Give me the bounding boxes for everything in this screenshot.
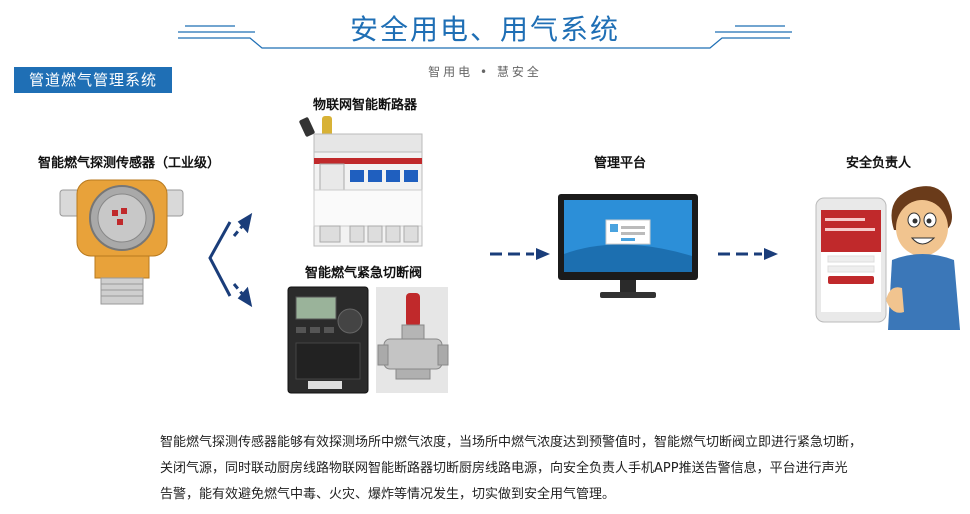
label-sensor: 智能燃气探测传感器（工业级） [38, 156, 221, 171]
label-valve: 智能燃气紧急切断阀 [305, 266, 423, 281]
label-responsible: 安全负责人 [846, 156, 912, 171]
gas-sensor-image [59, 179, 184, 305]
description-line-1: 智能燃气探测传感器能够有效探测场所中燃气浓度，当场所中燃气浓度达到预警值时，智能… [160, 435, 863, 450]
fork-arrows [208, 212, 253, 308]
valve-controller-image [287, 286, 369, 394]
description-line-3: 告警，能有效避免燃气中毒、火灾、爆炸等情况发生，切实做到安全用气管理。 [160, 487, 616, 502]
breaker-image [299, 116, 423, 247]
label-breaker: 物联网智能断路器 [313, 98, 418, 113]
person-image [886, 186, 960, 330]
valve-image [376, 287, 449, 393]
arrow-to-platform [490, 248, 550, 260]
description: 智能燃气探测传感器能够有效探测场所中燃气浓度，当场所中燃气浓度达到预警值时，智能… [160, 430, 880, 508]
section-badge: 管道燃气管理系统 [14, 67, 172, 93]
platform-monitor-image [558, 194, 698, 298]
label-platform: 管理平台 [594, 156, 647, 171]
description-line-2: 关闭气源，同时联动厨房线路物联网智能断路器切断厨房线路电源，向安全负责人手机AP… [160, 461, 848, 476]
phone-image [815, 197, 887, 323]
page-title: 安全用电、用气系统 [349, 13, 620, 46]
page-subtitle: 智用电 • 慧安全 [428, 65, 542, 79]
header-decoration [178, 25, 792, 49]
arrow-to-responsible [718, 248, 778, 260]
